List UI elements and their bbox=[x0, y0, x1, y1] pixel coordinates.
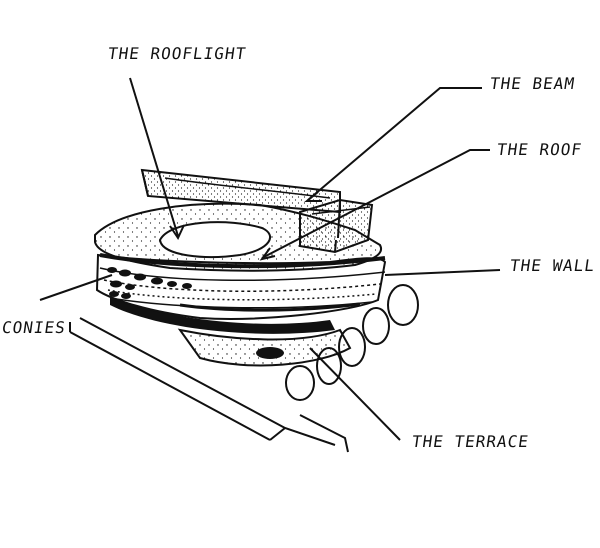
terrace-pods bbox=[285, 284, 419, 401]
label-balconies: CONIES bbox=[0, 318, 68, 337]
beam-leader bbox=[307, 87, 482, 201]
label-terrace: THE TERRACE bbox=[410, 432, 531, 451]
terrace-leader bbox=[309, 347, 401, 441]
rooflight bbox=[158, 221, 272, 258]
balconies bbox=[107, 267, 192, 299]
beam bbox=[140, 168, 374, 254]
label-wall: THE WALL bbox=[508, 256, 597, 275]
beam-leader-arrow bbox=[304, 191, 322, 202]
roof-leader bbox=[261, 149, 490, 259]
label-roof: THE ROOF bbox=[495, 140, 584, 159]
lower-terrace-mass bbox=[110, 295, 352, 367]
leader-lines bbox=[39, 77, 501, 441]
balconies-leader bbox=[39, 274, 113, 301]
label-rooflight: THE ROOFLIGHT bbox=[106, 44, 248, 63]
rooflight-leader bbox=[129, 77, 179, 237]
terrace-platform bbox=[69, 317, 349, 453]
roof-leader-arrow bbox=[259, 247, 276, 261]
wall-leader bbox=[384, 269, 501, 276]
label-beam: THE BEAM bbox=[488, 74, 577, 93]
rooflight-leader-arrow bbox=[169, 224, 185, 241]
